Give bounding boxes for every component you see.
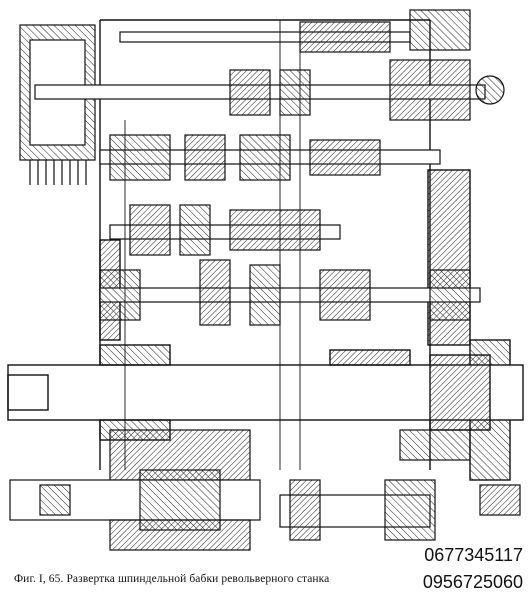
lower-right-assembly [279,429,521,541]
shaft-5 [99,259,481,326]
lower-left-assembly [9,429,261,551]
phone-number: 0956725060 [422,572,523,592]
shaft-1 [119,9,471,53]
phone-watermark: 0677345117 0956725060 [393,542,523,596]
shaft-3 [99,134,441,181]
pulley [19,24,96,185]
main-spindle [7,344,524,441]
technical-drawing [7,9,524,551]
shaft-4 [109,204,341,256]
shaft-2 [34,59,505,121]
figure-caption: Фиг. I, 65. Развертка шпиндельной бабки … [14,573,330,585]
phone-number: 0677345117 [424,545,523,565]
